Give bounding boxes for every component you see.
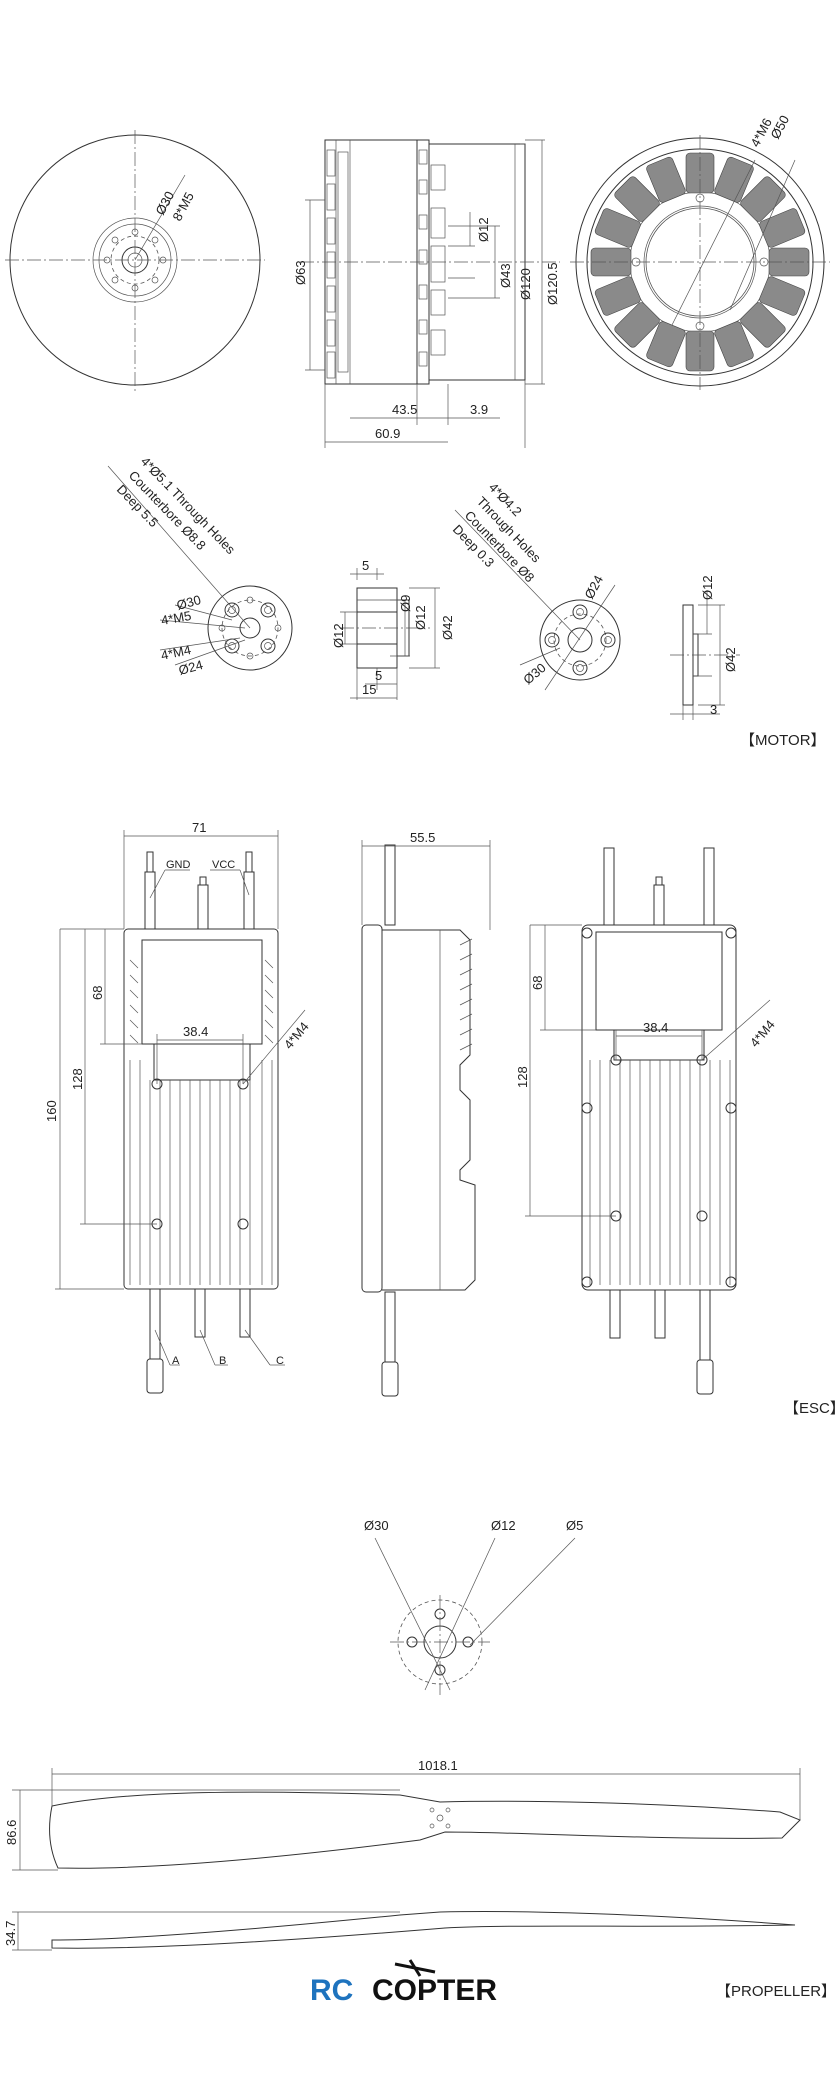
motor-adapter1-m4: 4*M4	[160, 642, 193, 663]
motor-side-w60-9: 60.9	[375, 426, 400, 441]
section-label-motor: 【MOTOR】	[740, 732, 826, 749]
motor-side-d63: Ø63	[293, 260, 308, 285]
motor-adapter1-d12b: Ø12	[331, 623, 346, 648]
propeller-length: 1018.1	[418, 1758, 458, 1773]
motor-side-d43: Ø43	[498, 263, 513, 288]
motor-adapter1-t5b: 5	[375, 668, 382, 683]
propeller-hub-d5: Ø5	[566, 1518, 583, 1533]
motor-side-view: Ø63 Ø12 Ø43 Ø120 Ø120.5 43.5 3.9 60.9	[293, 139, 560, 448]
motor-adapter2-side: Ø12 Ø42 3	[670, 575, 740, 720]
motor-side-w43-5: 43.5	[392, 402, 417, 417]
esc-front-label-c: C	[276, 1355, 284, 1367]
motor-side-d120: Ø120	[518, 268, 533, 300]
motor-adapter2-d42: Ø42	[723, 647, 738, 672]
esc-front-w71: 71	[192, 820, 206, 835]
motor-adapter2-d12: Ø12	[700, 575, 715, 600]
propeller-width: 86.6	[4, 1820, 19, 1845]
esc-side-view: 55.5	[361, 830, 491, 1397]
motor-side-d12: Ø12	[476, 217, 491, 242]
esc-front-w38-4: 38.4	[183, 1024, 208, 1039]
esc-side-w55-5: 55.5	[410, 830, 435, 845]
logo-rc-text: RC	[310, 1974, 353, 2007]
esc-front-vcc: VCC	[212, 859, 235, 871]
motor-adapter1-d30: Ø30	[175, 592, 203, 613]
esc-front-h160: 160	[44, 1100, 59, 1122]
motor-adapter1-front: 4*Ø5.1 Through Holes Counterbore Ø8.8 De…	[107, 454, 293, 678]
esc-rear-h128: 128	[515, 1066, 530, 1088]
esc-front-label-b: B	[219, 1355, 226, 1367]
esc-rear-h68: 68	[530, 976, 545, 990]
propeller-side-view: 34.7	[3, 1911, 796, 1951]
motor-adapter1-d12a: Ø12	[413, 605, 428, 630]
propeller-top-view: 1018.1 86.6	[4, 1758, 801, 1871]
rc-copter-logo: RC COPTER	[310, 1959, 497, 2007]
motor-adapter1-t15: 15	[362, 682, 376, 697]
esc-front-gnd: GND	[166, 859, 191, 871]
motor-front-view: Ø30 8*M5	[5, 130, 265, 392]
propeller-thickness: 34.7	[3, 1921, 18, 1946]
motor-adapter2-d30: Ø30	[520, 660, 548, 687]
motor-adapter1-d9: Ø9	[398, 595, 413, 612]
logo-copter-text: COPTER	[372, 1974, 497, 2007]
motor-rear-view: 4*M6 Ø50	[570, 113, 830, 390]
section-label-propeller: 【PROPELLER】	[716, 1983, 836, 2000]
motor-adapter2-front: 4*Ø4.2 Through Holes Counterbore Ø8 Deep…	[450, 480, 621, 691]
esc-rear-w38-4: 38.4	[643, 1020, 668, 1035]
motor-adapter1-t5: 5	[362, 558, 369, 573]
esc-front-m4: 4*M4	[281, 1019, 312, 1052]
motor-adapter2-t3: 3	[710, 702, 717, 717]
motor-rear-d50: Ø50	[767, 113, 792, 142]
propeller-hub-view: Ø30 Ø12 Ø5	[364, 1518, 583, 1695]
esc-front-label-a: A	[172, 1355, 180, 1367]
motor-adapter2-d24: Ø24	[581, 573, 606, 602]
esc-rear-m4: 4*M4	[747, 1017, 778, 1050]
esc-front-view: 71 GND VCC 68 38.4 4*M4 128 160 A B C	[44, 820, 312, 1394]
propeller-hub-d30: Ø30	[364, 1518, 389, 1533]
motor-adapter1-side: 5 Ø9 Ø12 Ø12 Ø42 5 15	[331, 558, 455, 700]
motor-adapter1-d42: Ø42	[440, 615, 455, 640]
motor-adapter1-m5: 4*M5	[160, 608, 193, 628]
motor-side-w3-9: 3.9	[470, 402, 488, 417]
motor-adapter1-d24: Ø24	[177, 657, 205, 678]
section-label-esc: 【ESC】	[784, 1400, 840, 1417]
motor-side-d120-5: Ø120.5	[545, 262, 560, 305]
esc-rear-view: 68 38.4 4*M4 128	[515, 847, 778, 1395]
esc-front-h128: 128	[70, 1068, 85, 1090]
propeller-hub-d12: Ø12	[491, 1518, 516, 1533]
esc-front-h68: 68	[90, 986, 105, 1000]
